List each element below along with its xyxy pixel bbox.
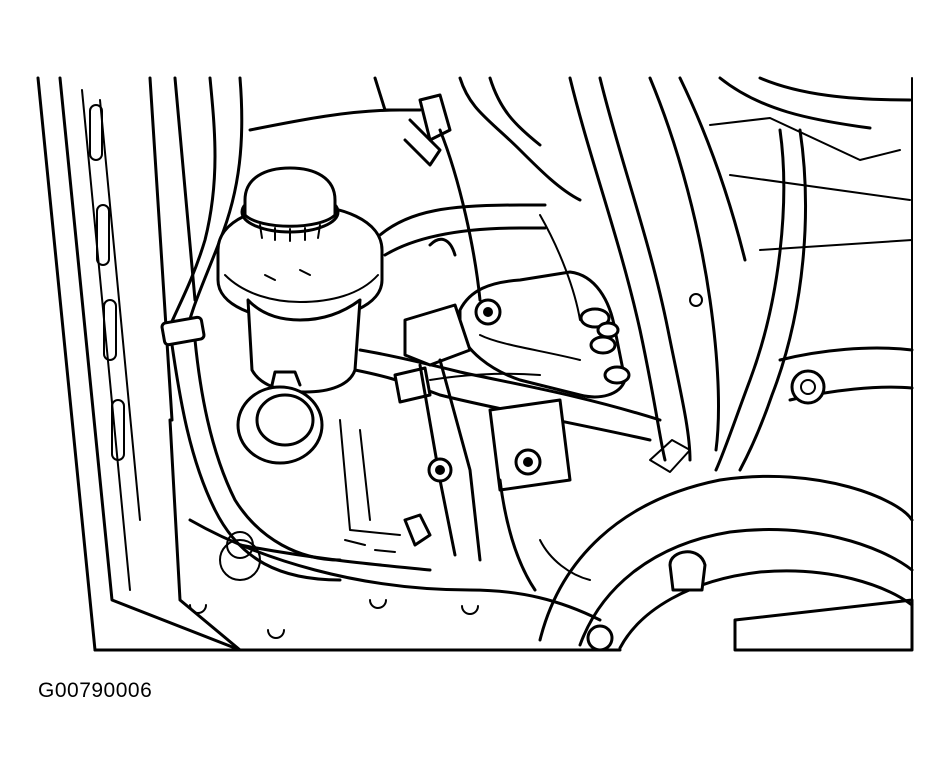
return-hose xyxy=(161,317,340,580)
mounting-bracket xyxy=(405,272,625,560)
figure-id-label: G00790006 xyxy=(38,679,153,702)
bolt xyxy=(581,309,618,337)
fender-slots xyxy=(90,105,124,460)
bolts xyxy=(429,300,629,481)
right-side-hoses xyxy=(570,78,912,470)
power-steering-reservoir xyxy=(218,168,382,392)
bolt xyxy=(605,367,629,383)
bolt xyxy=(516,450,540,474)
bolt xyxy=(429,459,451,481)
pulley xyxy=(540,440,912,650)
bolt xyxy=(476,300,500,324)
bolt xyxy=(591,337,615,353)
filler-neck xyxy=(238,372,322,463)
engine-detail xyxy=(345,130,590,590)
fender-panel xyxy=(38,78,240,650)
